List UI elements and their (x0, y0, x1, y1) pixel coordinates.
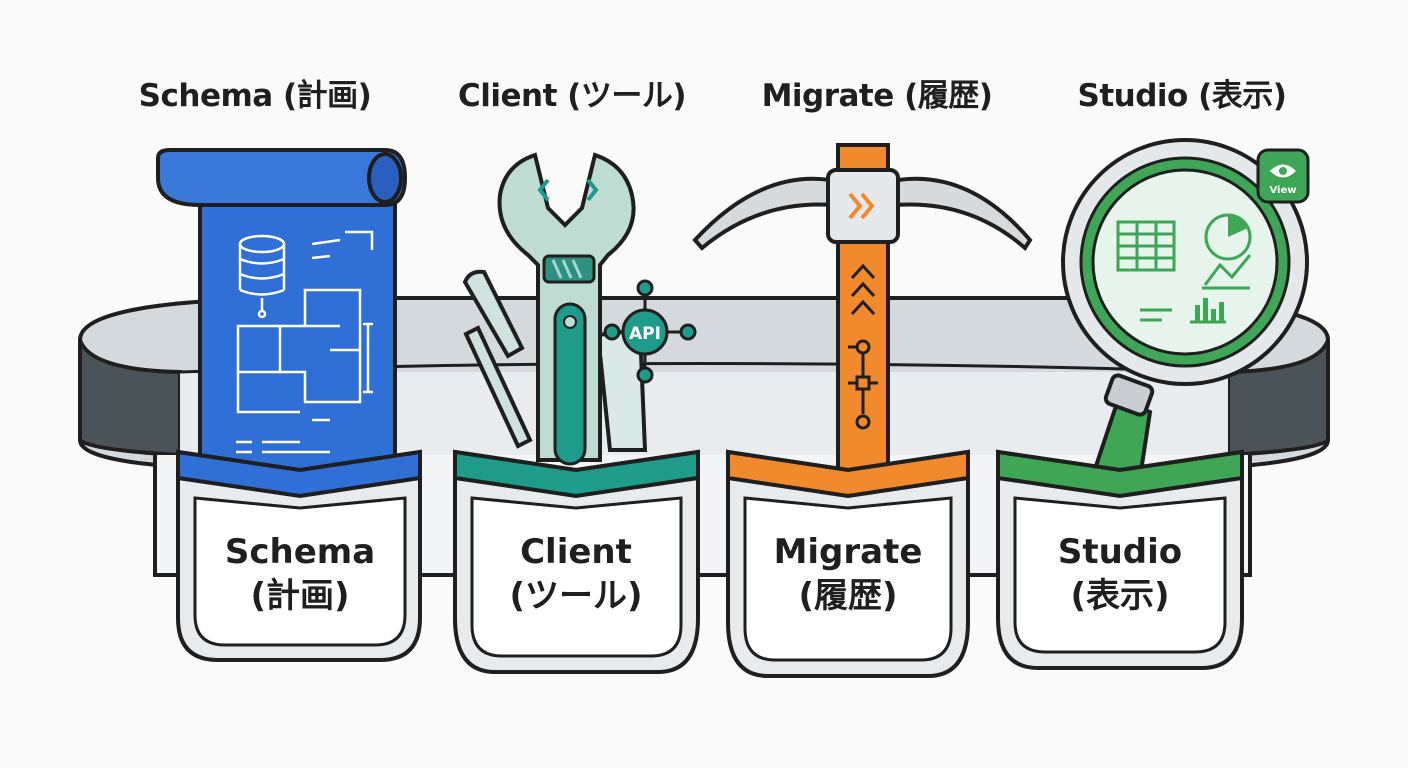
client-heading: Client (ツール) (457, 78, 687, 114)
wrench-icon: API (462, 152, 697, 466)
client-subtitle: (ツール) (509, 576, 643, 616)
api-badge: API (629, 324, 661, 344)
eye-icon (1270, 164, 1296, 178)
migrate-heading: Migrate (履歴) (761, 78, 993, 114)
view-badge: View (1256, 148, 1310, 204)
pocket-client (453, 449, 700, 674)
blueprint-scroll-icon (156, 148, 408, 492)
schema-heading: Schema (計画) (138, 78, 372, 114)
migrate-name: Migrate (773, 532, 923, 572)
schema-subtitle: (計画) (250, 576, 350, 616)
migrate-subtitle: (履歴) (798, 576, 898, 616)
studio-name: Studio (1057, 532, 1183, 572)
studio-pocket-label: Studio (表示) (1010, 530, 1230, 618)
studio-heading: Studio (表示) (1077, 78, 1287, 114)
pocket-schema (176, 449, 422, 662)
migrate-pocket-label: Migrate (履歴) (738, 530, 958, 618)
studio-subtitle: (表示) (1070, 576, 1170, 616)
pocket-studio (996, 449, 1244, 670)
pickaxe-icon (692, 143, 1033, 477)
schema-name: Schema (224, 532, 376, 572)
magnifying-glass-icon: View (1061, 138, 1310, 480)
client-name: Client (520, 532, 632, 572)
schema-pocket-label: Schema (計画) (190, 530, 410, 618)
view-label: View (1269, 185, 1296, 196)
client-pocket-label: Client (ツール) (466, 530, 686, 618)
pocket-migrate (726, 449, 970, 678)
